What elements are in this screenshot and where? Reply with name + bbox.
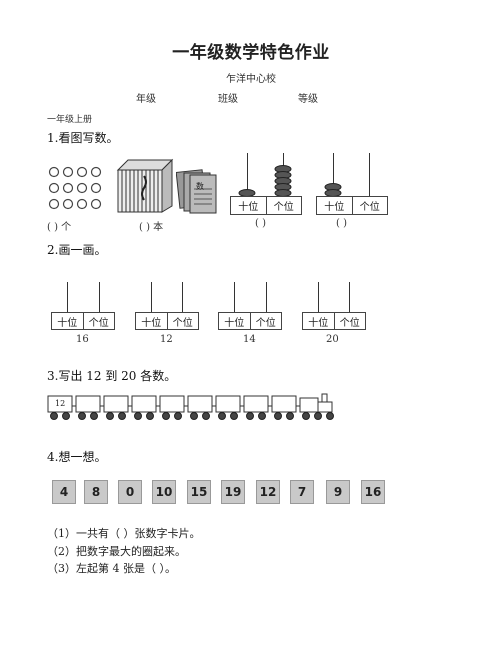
- abacus-2-ones-rod: [369, 153, 370, 196]
- book-bundle-image: [116, 158, 174, 213]
- grade-field-label: 年级: [136, 94, 156, 105]
- number-card[interactable]: 12: [256, 480, 280, 504]
- number-card[interactable]: 16: [361, 480, 385, 504]
- school-name: 乍洋中心校: [226, 74, 276, 85]
- number-card[interactable]: 8: [84, 480, 108, 504]
- question-1: （1）一共有（ ）张数字卡片。: [47, 527, 201, 540]
- section-4-heading: 4.想一想。: [47, 450, 107, 464]
- section-2-heading: 2.画一画。: [47, 243, 107, 257]
- draw-abacus-4-ones-rod: [349, 282, 350, 312]
- section-3-heading: 3.写出 12 到 20 各数。: [47, 369, 177, 383]
- draw-number-label: 16: [76, 334, 89, 345]
- answer-blank-books[interactable]: ( ) 本: [139, 222, 164, 233]
- volume-label: 一年级上册: [47, 115, 93, 125]
- draw-abacus-4-table[interactable]: 十位 个位: [302, 312, 366, 330]
- number-card[interactable]: 10: [152, 480, 176, 504]
- number-card[interactable]: 9: [326, 480, 350, 504]
- draw-abacus-2-tens-rod: [151, 282, 152, 312]
- tens-place-label: 十位: [303, 313, 335, 329]
- abacus-1-beads: [238, 165, 292, 197]
- section-1-heading: 1.看图写数。: [47, 131, 119, 145]
- class-field-label: 班级: [218, 94, 238, 105]
- book-cover-text: 数: [196, 182, 204, 191]
- train-image: [47, 393, 334, 420]
- tens-place-label: 十位: [317, 197, 353, 214]
- ones-place-label: 个位: [88, 317, 109, 329]
- tens-place-label: 十位: [219, 313, 251, 329]
- abacus-2-tens-rod: [333, 153, 334, 196]
- ones-place-label: 个位: [255, 317, 276, 329]
- answer-blank-abacus-1[interactable]: ( ): [255, 218, 266, 229]
- draw-abacus-2-ones-rod: [182, 282, 183, 312]
- tens-place-label: 十位: [52, 313, 84, 329]
- page-title: 一年级数学特色作业: [172, 43, 330, 63]
- draw-abacus-4-tens-rod: [318, 282, 319, 312]
- tens-place-label: 十位: [231, 197, 267, 214]
- ones-place-label: 个位: [273, 202, 294, 213]
- abacus-2-place-value-table: 十位 个位: [316, 196, 388, 215]
- ones-place-label: 个位: [359, 202, 380, 213]
- tens-place-label: 十位: [136, 313, 168, 329]
- number-card[interactable]: 7: [290, 480, 314, 504]
- draw-abacus-1-table[interactable]: 十位 个位: [51, 312, 115, 330]
- number-card[interactable]: 4: [52, 480, 76, 504]
- draw-abacus-1-tens-rod: [67, 282, 68, 312]
- draw-abacus-3-table[interactable]: 十位 个位: [218, 312, 282, 330]
- train-first-car-number: 12: [55, 399, 66, 408]
- ones-place-label: 个位: [339, 317, 360, 329]
- draw-abacus-1-ones-rod: [99, 282, 100, 312]
- abacus-2-beads: [324, 183, 342, 197]
- number-card[interactable]: 19: [221, 480, 245, 504]
- draw-number-label: 14: [243, 334, 256, 345]
- loose-books-image: [176, 169, 217, 214]
- draw-number-label: 12: [160, 334, 173, 345]
- number-card[interactable]: 0: [118, 480, 142, 504]
- number-card[interactable]: 15: [187, 480, 211, 504]
- level-field-label: 等级: [298, 94, 318, 105]
- draw-number-label: 20: [326, 334, 339, 345]
- ones-place-label: 个位: [172, 317, 193, 329]
- question-3: （3）左起第 4 张是（ ）。: [47, 562, 176, 575]
- question-2: （2）把数字最大的圈起来。: [47, 545, 186, 558]
- answer-blank-abacus-2[interactable]: ( ): [336, 218, 347, 229]
- draw-abacus-3-tens-rod: [234, 282, 235, 312]
- draw-abacus-3-ones-rod: [266, 282, 267, 312]
- draw-abacus-2-table[interactable]: 十位 个位: [135, 312, 199, 330]
- answer-blank-dots[interactable]: ( ) 个: [47, 222, 72, 233]
- abacus-1-tens-rod: [247, 153, 248, 196]
- abacus-1-place-value-table: 十位 个位: [230, 196, 302, 215]
- dots-grid: [48, 166, 102, 210]
